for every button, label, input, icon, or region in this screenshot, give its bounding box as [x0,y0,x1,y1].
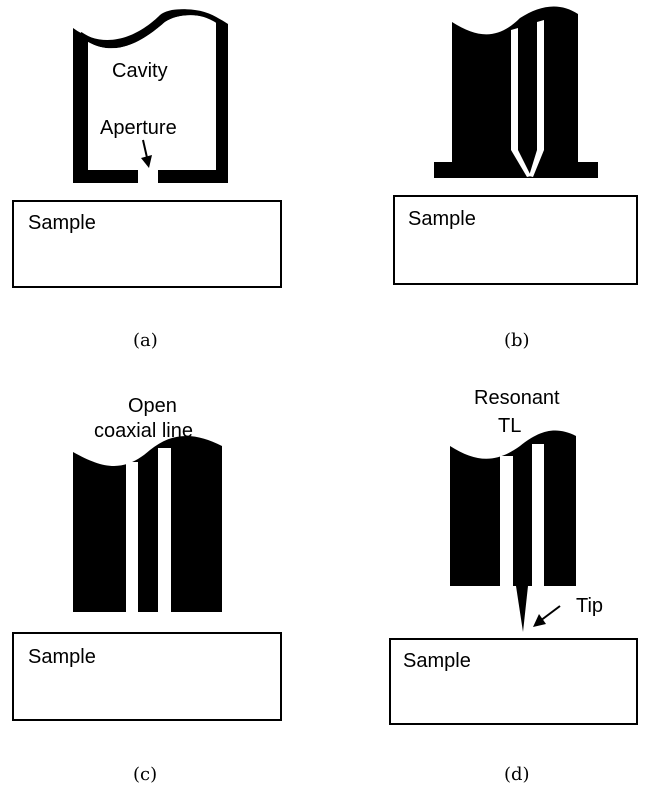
cavity-label: Cavity [112,60,168,82]
probe-tip [516,586,528,632]
panel-d: Resonant TL Tip Sample (d) [389,387,638,785]
aperture-arrowhead [141,155,152,168]
cavity-top-edge [78,9,224,47]
caption-a: (a) [133,330,158,351]
tapered-slot-right [529,20,544,177]
sample-box-d [389,638,638,725]
tip-arrow [539,605,561,622]
tip-arrowhead [533,614,546,627]
resonant-gap-right [532,444,544,586]
panel-b: Sample (b) [393,6,638,351]
caption-b: (b) [504,330,530,351]
coax-title-line1: Open [128,395,177,417]
sample-box-a [12,200,282,288]
panel-a: Cavity Aperture Sample (a) [12,9,282,351]
coax-title-line2: coaxial line [94,420,193,442]
caption-c: (c) [133,764,157,785]
sample-label-d: Sample [403,650,471,672]
resonant-gap-left [500,456,513,586]
tapered-slot-left [511,28,531,177]
coax-gap-left [126,462,138,612]
resonant-title-line2: TL [498,415,521,437]
coax-gap-right [158,448,171,612]
sample-label-b: Sample [408,208,476,230]
sample-label-a: Sample [28,212,96,234]
panel-c: Open coaxial line Sample (c) [12,395,282,785]
sample-label-c: Sample [28,646,96,668]
open-coax-body [73,435,222,612]
sample-box-c [12,632,282,721]
resonant-title-line1: Resonant [474,387,560,409]
sample-box-b [393,195,638,285]
cavity-interior [88,15,216,183]
caption-d: (d) [504,764,530,785]
aperture-label: Aperture [100,117,177,139]
tip-label: Tip [576,595,603,617]
